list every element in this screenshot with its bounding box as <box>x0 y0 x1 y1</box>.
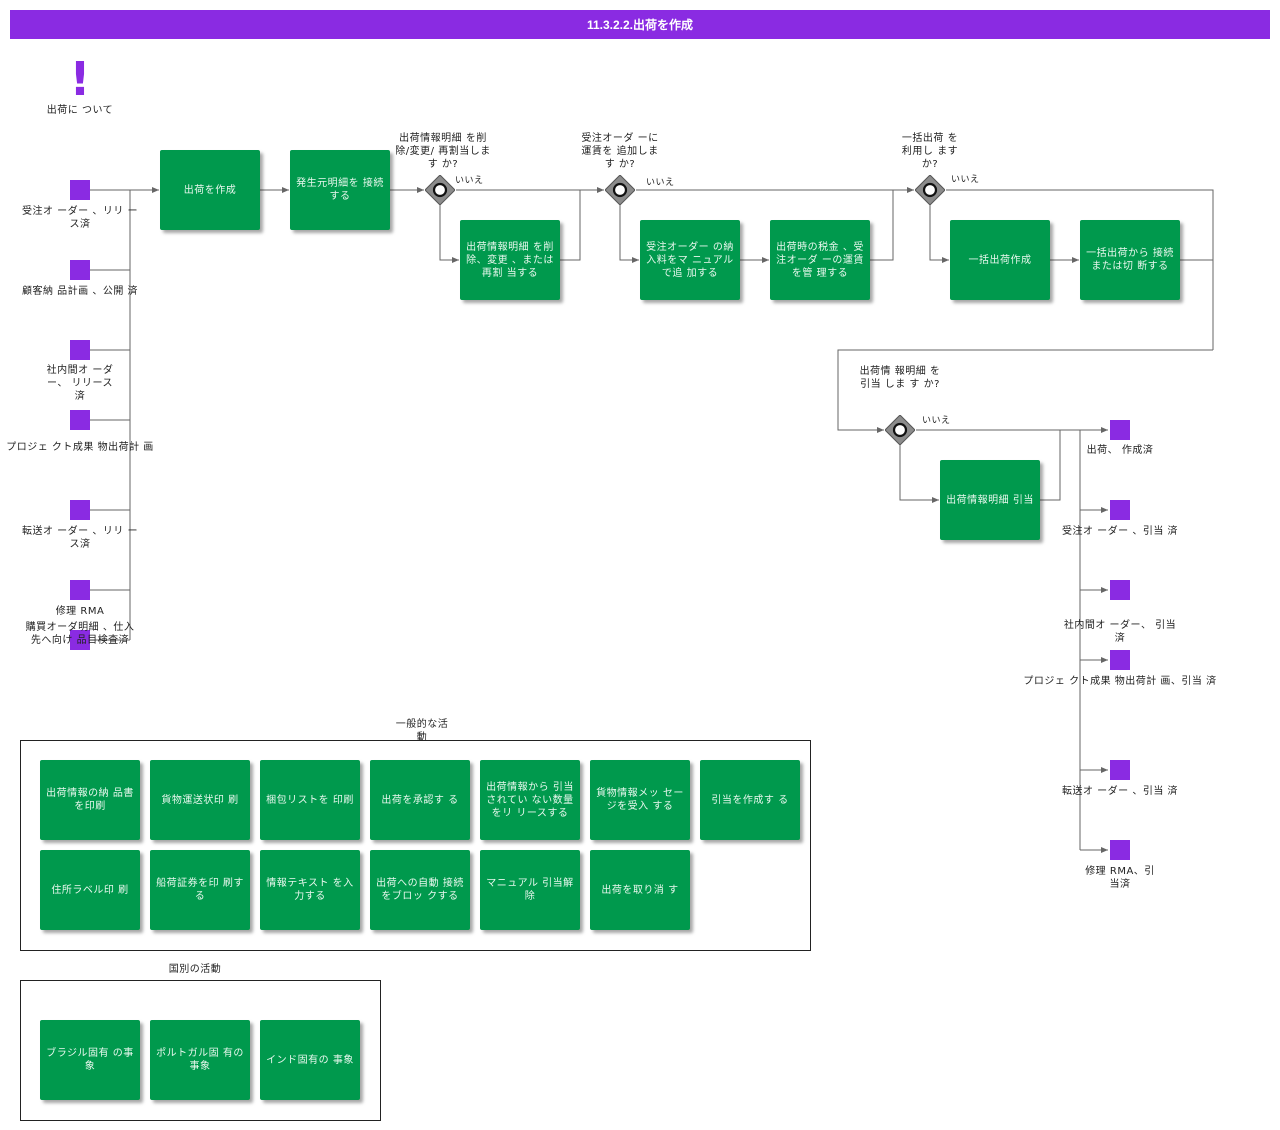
country-activities-title: 国別の活動 <box>168 964 222 975</box>
general-activity[interactable]: 貨物運送状印 刷 <box>150 760 250 840</box>
start-event-label: 社内間オ ーダー、 リリース 済 <box>46 365 114 402</box>
start-event-label: 顧客納 品計画 、公開 済 <box>21 286 139 297</box>
country-activities-group <box>20 980 381 1121</box>
general-activity[interactable]: 船荷証券を印 刷する <box>150 850 250 930</box>
task-reserve-shipment-lines[interactable]: 出荷情報明細 引当 <box>940 460 1040 540</box>
task-add-freight[interactable]: 受注オーダー の納入料をマ ニュアルで追 加する <box>640 220 740 300</box>
end-event-label: 修理 RMA、引当済 <box>1085 866 1155 890</box>
general-activity[interactable]: 出荷を承認す る <box>370 760 470 840</box>
end-event-project-deliverable-reserved[interactable] <box>1110 650 1130 670</box>
task-create-shipment[interactable]: 出荷を作成 <box>160 150 260 230</box>
country-activity[interactable]: ブラジル固有 の事象 <box>40 1020 140 1100</box>
end-event-label: 受注オ ーダー 、引当 済 <box>1061 526 1179 537</box>
general-activity[interactable]: 引当を作成す る <box>700 760 800 840</box>
start-event-sales-order[interactable] <box>70 180 90 200</box>
general-activities-group <box>20 740 811 951</box>
general-activity[interactable]: 出荷情報から 引当されてい ない数量をリ リースする <box>480 760 580 840</box>
general-activity[interactable]: 出荷への自動 接続をブロッ クする <box>370 850 470 930</box>
gateway-modify-lines[interactable] <box>425 175 455 205</box>
task-modify-shipment-lines[interactable]: 出荷情報明細 を削除、変更 、または再割 当する <box>460 220 560 300</box>
start-event-label: 購買オーダ明細 、仕入先へ向け 品目検査済 <box>25 622 135 646</box>
start-event-transfer-order[interactable] <box>70 500 90 520</box>
general-activity[interactable]: 出荷情報の納 品書を印刷 <box>40 760 140 840</box>
gateway-question: 出荷情報明細 を削除/変更/ 再割当しま す か? <box>395 133 491 170</box>
general-activity[interactable]: 住所ラベル印 刷 <box>40 850 140 930</box>
general-activity[interactable]: 出荷を取り消 す <box>590 850 690 930</box>
country-activity[interactable]: インド固有の 事象 <box>260 1020 360 1100</box>
gateway-no-label: いいえ <box>646 178 675 188</box>
start-event-customer-schedule[interactable] <box>70 260 90 280</box>
about-label: 出荷に ついて <box>46 105 114 116</box>
gateway-no-label: いいえ <box>951 175 980 185</box>
end-event-label: 転送オ ーダー 、引当 済 <box>1061 786 1179 797</box>
task-create-consolidated-shipment[interactable]: 一括出荷作成 <box>950 220 1050 300</box>
start-event-label: プロジェ クト成果 物出荷計 画 <box>6 442 154 453</box>
start-event-repair-rma[interactable] <box>70 580 90 600</box>
start-event-intercompany-order[interactable] <box>70 340 90 360</box>
start-event-label: 転送オ ーダー 、リリ ース済 <box>21 526 139 550</box>
diagram-title: 11.3.2.2.出荷を作成 <box>10 10 1270 39</box>
end-event-sales-order-reserved[interactable] <box>1110 500 1130 520</box>
general-activity[interactable]: 貨物情報メッ セージを受入 する <box>590 760 690 840</box>
start-event-project-deliverable[interactable] <box>70 410 90 430</box>
start-event-purchase-order-inspected[interactable] <box>70 630 90 650</box>
end-event-repair-rma-reserved[interactable] <box>1110 840 1130 860</box>
gateway-reserve-lines[interactable] <box>885 415 915 445</box>
end-event-label: 出荷、 作成済 <box>1086 445 1154 456</box>
gateway-no-label: いいえ <box>922 416 951 426</box>
end-event-transfer-order-reserved[interactable] <box>1110 760 1130 780</box>
general-activities-title: 一般的な活 動 <box>395 719 449 743</box>
gateway-question: 出荷情 報明細 を引当 しま す か? <box>859 366 941 390</box>
gateway-no-label: いいえ <box>455 176 484 186</box>
end-event-label: プロジェ クト成果 物出荷計 画、引当 済 <box>1023 676 1217 687</box>
end-event-label: 社内間オ ーダー、 引当済 <box>1063 620 1177 644</box>
gateway-question: 受注オーダ ーに運賃を 追加しま す か? <box>581 133 659 170</box>
gateway-question: 一括出荷 を利用し ますか? <box>901 133 959 170</box>
start-event-label: 修理 RMA <box>55 606 105 617</box>
about-exclamation-icon[interactable]: ! <box>69 52 91 106</box>
task-manage-tax-freight[interactable]: 出荷時の税金 、受注オーダ ーの運賃を管 理する <box>770 220 870 300</box>
start-event-label: 受注オ ーダー 、リリ ース済 <box>21 206 139 230</box>
end-event-intercompany-reserved[interactable] <box>1110 580 1130 600</box>
country-activity[interactable]: ポルトガル固 有の事象 <box>150 1020 250 1100</box>
gateway-add-freight[interactable] <box>605 175 635 205</box>
task-connect-source-lines[interactable]: 発生元明細を 接続する <box>290 150 390 230</box>
general-activity[interactable]: マニュアル 引当解除 <box>480 850 580 930</box>
gateway-consolidated-shipment[interactable] <box>915 175 945 205</box>
end-event-shipment-created[interactable] <box>1110 420 1130 440</box>
general-activity[interactable]: 情報テキスト を入力する <box>260 850 360 930</box>
task-connect-consolidated[interactable]: 一括出荷から 接続または切 断する <box>1080 220 1180 300</box>
general-activity[interactable]: 梱包リストを 印刷 <box>260 760 360 840</box>
